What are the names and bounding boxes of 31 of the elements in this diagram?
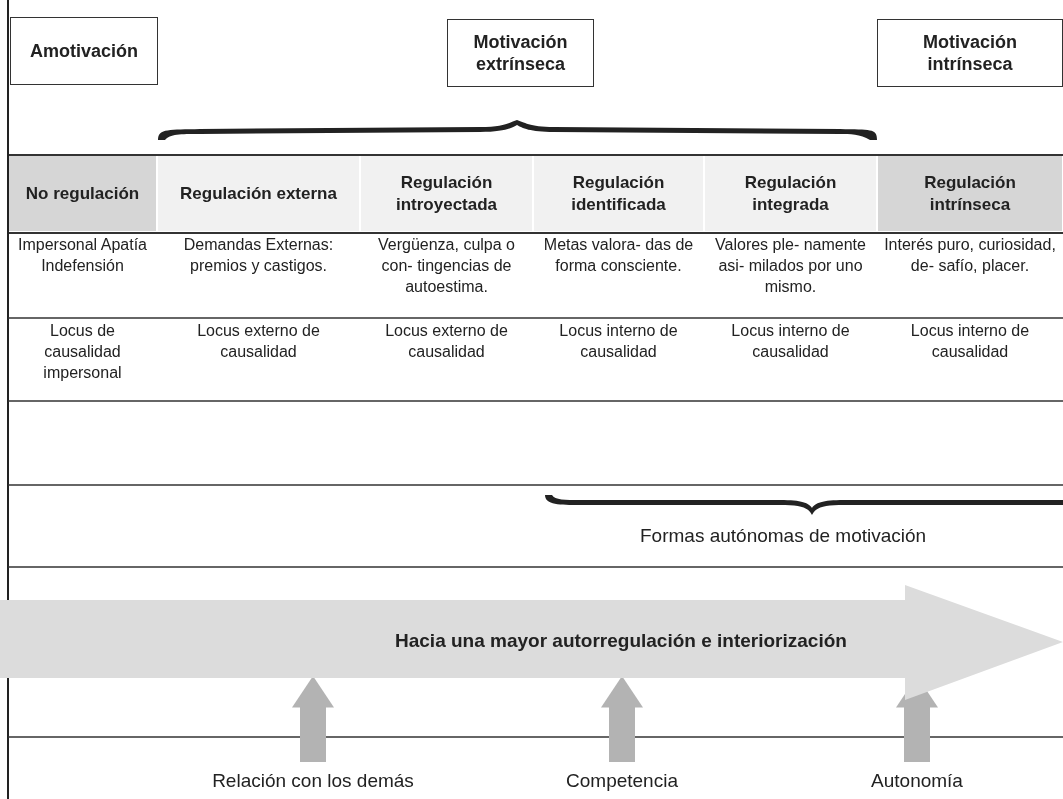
table-cell-text: Locus interno de causalidad	[909, 321, 1031, 362]
header-cell: Regulación externa	[158, 156, 359, 231]
curly-brace	[158, 120, 877, 140]
category-box: Motivación extrínseca	[447, 19, 594, 87]
header-cell: No regulación	[9, 156, 156, 231]
category-box: Amotivación	[10, 17, 158, 85]
big-arrow	[0, 585, 1063, 700]
arrow-label: Hacia una mayor autorregulación e interiorización	[395, 629, 847, 653]
up-arrow	[601, 676, 643, 762]
header-cell: Regulación intrínseca	[878, 156, 1062, 231]
table-cell-text: Locus interno de causalidad	[730, 321, 851, 362]
factor-label: Competencia	[537, 766, 707, 796]
header-cell: Regulación introyectada	[361, 156, 532, 231]
factor-label: Autonomía	[842, 766, 992, 796]
table-cell-text: Valores ple- namente asi- milados por uno mismo.	[714, 235, 867, 297]
header-cell: Regulación integrada	[705, 156, 876, 231]
table-cell-text: Vergüenza, culpa o con- tingencias de autoestima.	[377, 235, 516, 297]
table-cell-text: Locus interno de causalidad	[558, 321, 679, 362]
table-cell-text: Locus externo de causalidad	[196, 321, 321, 362]
factor-label: Relación con los demás	[203, 766, 423, 796]
header-cell: Regulación identificada	[534, 156, 703, 231]
table-cell-text: Locus externo de causalidad	[384, 321, 509, 362]
up-arrow	[292, 676, 334, 762]
table-cell-text: Metas valora- das de forma consciente.	[542, 235, 695, 276]
table-cell-text: Demandas Externas: premios y castigos.	[182, 235, 335, 276]
category-box: Motivación intrínseca	[877, 19, 1063, 87]
brace-label: Formas autónomas de motivación	[640, 524, 927, 548]
curly-brace	[545, 495, 1063, 515]
table-cell-text: Interés puro, curiosidad, de- safío, placer.	[883, 235, 1057, 276]
table-cell-text: Impersonal Apatía Indefensión	[17, 235, 148, 276]
table-cell-text: Locus de causalidad impersonal	[42, 321, 123, 383]
